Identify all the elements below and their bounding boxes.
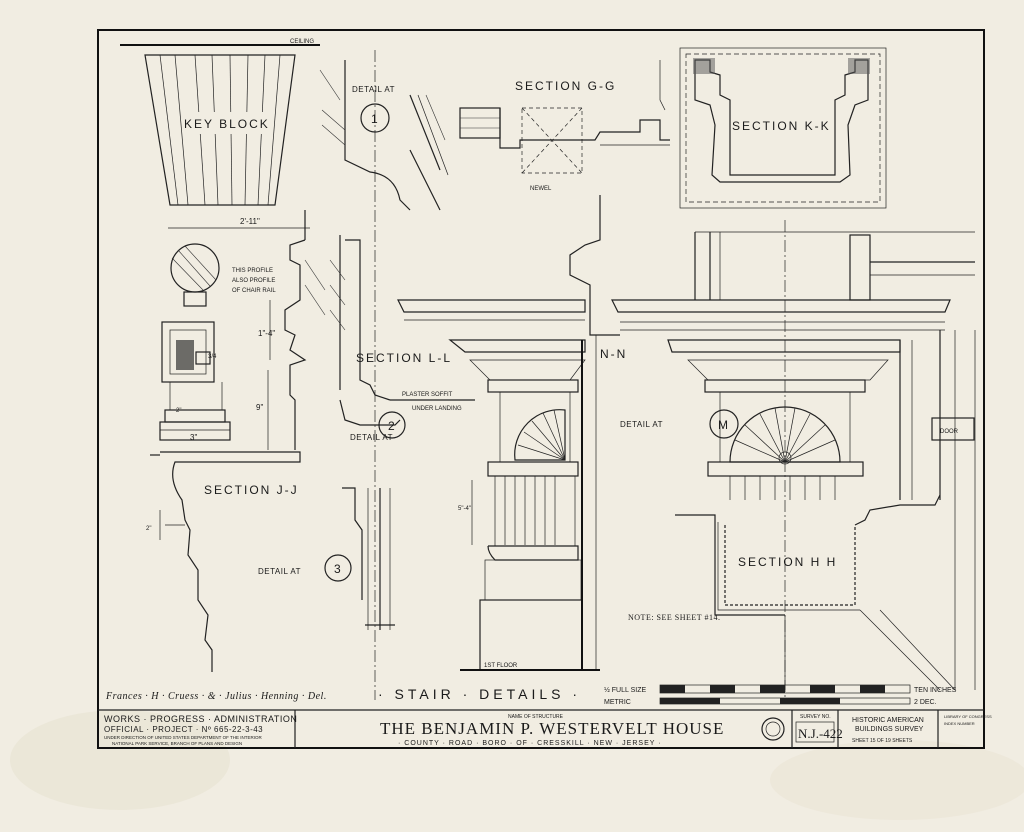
detail-marker-2: [378, 411, 406, 439]
location-line: · COUNTY · ROAD · BORO · OF · CRESSKILL …: [398, 740, 662, 747]
dim-5-4-label: 5"-4": [458, 506, 471, 512]
section-ll-drawing: SECTION L-L PLASTER SOFFIT UNDER LANDING…: [329, 235, 475, 442]
wpa-line-1: WORKS · PROGRESS · ADMINISTRATION: [104, 714, 297, 724]
first-floor-label: 1ST FLOOR: [484, 663, 518, 669]
sheet-title: · STAIR · DETAILS ·: [378, 686, 581, 702]
section-jj-label: SECTION J-J: [204, 483, 299, 497]
loc-caption-1: LIBRARY OF CONGRESS: [944, 714, 992, 719]
profile-note-2: ALSO PROFILE: [232, 278, 275, 284]
detail-2-number: 2: [388, 419, 397, 433]
detail-3-drawing: DETAIL AT 3: [258, 487, 395, 630]
key-block-drawing: CEILING KEY BLOCK: [120, 39, 320, 206]
detail-marker-1: [360, 103, 390, 133]
nn-label: N-N: [600, 347, 627, 361]
section-jj-drawing: SECTION J-J 2": [146, 451, 301, 672]
profile-note-3: OF CHAIR RAIL: [232, 288, 276, 294]
section-kk-label: SECTION K-K: [732, 119, 831, 133]
survey-caption: SURVEY NO.: [800, 714, 831, 720]
ceiling-label: CEILING: [290, 39, 314, 45]
under-landing-label: UNDER LANDING: [412, 406, 462, 412]
scale-metric-label: METRIC: [604, 699, 631, 706]
dim-2-quarter-b: 2": [146, 526, 151, 532]
title-strip: Frances · H · Cruess · & · Julius · Henn…: [105, 684, 957, 706]
detail-marker-m: [709, 409, 739, 439]
plaster-soffit-label: PLASTER SOFFIT: [402, 392, 453, 398]
newel-label: NEWEL: [530, 186, 552, 192]
section-gg-label: SECTION G-G: [515, 79, 616, 93]
detail-at-2-label: DETAIL AT: [350, 433, 393, 442]
dim-9-label: 9": [256, 403, 263, 412]
section-kk-drawing: SECTION K-K: [679, 47, 887, 209]
delineators-label: Frances · H · Cruess · & · Julius · Henn…: [105, 691, 327, 702]
wpa-line-4: NATIONAL PARK SERVICE, BRANCH OF PLANS A…: [112, 741, 242, 746]
chair-rail-profile: 1"-4" 9": [256, 210, 326, 450]
section-hh-drawing: SECTION H H NOTE: SEE SHEET #14.: [628, 494, 956, 691]
detail-at-3-label: DETAIL AT: [258, 567, 301, 576]
profile-note-1: THIS PROFILE: [232, 268, 273, 274]
detail-at-m-label: DETAIL AT: [620, 420, 663, 429]
title-block: WORKS · PROGRESS · ADMINISTRATION OFFICI…: [104, 710, 992, 748]
survey-number: N.J.-422: [798, 726, 843, 741]
section-nn-drawing: 1ST FLOOR 5"-4" N-N: [397, 195, 627, 671]
detail-at-1-label: DETAIL AT: [352, 85, 395, 94]
habs-line-2: BUILDINGS SURVEY: [855, 726, 924, 733]
door-label: DOOR: [940, 429, 959, 435]
detail-marker-3: [324, 554, 352, 582]
svg-text:3/4: 3/4: [208, 354, 217, 360]
scale-full-label: ½ FULL SIZE: [604, 686, 646, 694]
section-gg-drawing: SECTION G-G NEWEL: [459, 60, 670, 192]
name-caption: NAME OF STRUCTURE: [508, 714, 564, 720]
structure-name: THE BENJAMIN P. WESTERVELT HOUSE: [380, 719, 724, 738]
section-hh-label: SECTION H H: [738, 555, 837, 569]
wpa-line-3: UNDER DIRECTION OF UNITED STATES DEPARTM…: [104, 735, 263, 740]
note-label: NOTE: SEE SHEET #14.: [628, 613, 721, 622]
seal-icon: [761, 717, 785, 741]
key-block-label: KEY BLOCK: [184, 117, 270, 131]
section-ll-label: SECTION L-L: [356, 351, 452, 365]
loc-caption-2: INDEX NUMBER: [944, 721, 975, 726]
sheet-border: [97, 29, 985, 749]
habs-line-1: HISTORIC AMERICAN: [852, 717, 924, 724]
dim-2-quarter: 2": [176, 408, 181, 414]
dim-3-label: 3": [190, 433, 197, 442]
detail-1-number: 1: [371, 112, 380, 126]
detail-m-letter: M: [718, 418, 730, 432]
dim-2-11-label: 2'-11": [240, 217, 260, 226]
dim-1-4-label: 1"-4": [258, 329, 275, 338]
sheet-number: SHEET 15 OF 19 SHEETS: [852, 738, 913, 744]
detail-3-number: 3: [334, 562, 343, 576]
scale-inches-label: TEN INCHES: [914, 687, 957, 694]
detail-1-drawing: DETAIL AT 1: [319, 50, 449, 700]
wpa-line-2: OFFICIAL · PROJECT · Nº 665-22-3-43: [104, 725, 263, 734]
newel-post-drawing: 2'-11" 3/4 2" 3": [159, 217, 310, 442]
scale-dec-label: 2 DEC.: [914, 699, 937, 706]
